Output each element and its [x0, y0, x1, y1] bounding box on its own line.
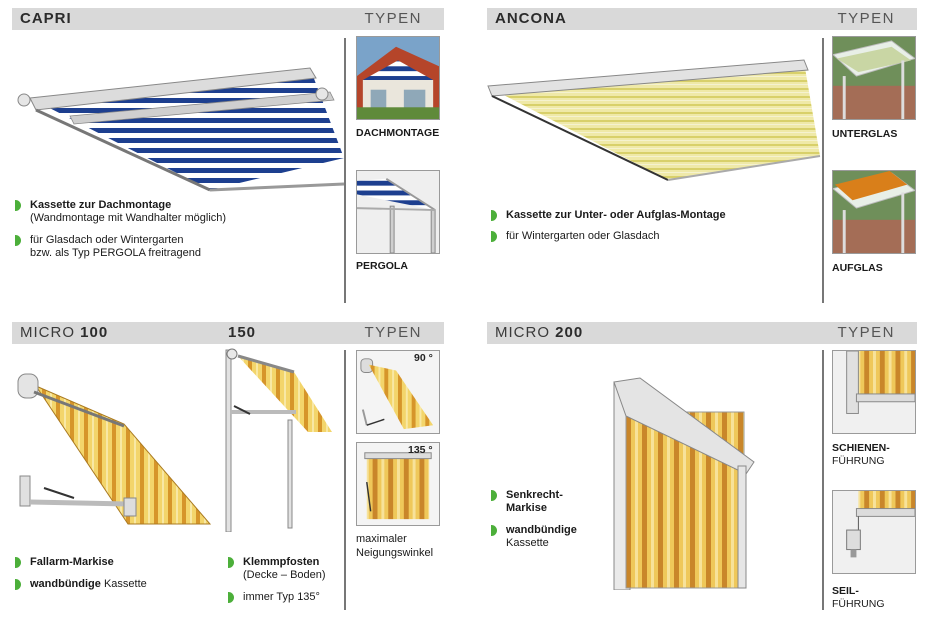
capri-bullet-2: für Glasdach oder Wintergarten bzw. als … [15, 234, 201, 260]
bullet-marker [491, 231, 497, 242]
bullet-marker [228, 557, 234, 568]
bullet-marker [491, 490, 497, 501]
capri-awning-image [17, 67, 345, 192]
micro200-title: MICRO 200 [495, 324, 584, 341]
micro200-thumb-schienen [832, 350, 916, 434]
ancona-thumb-label-aufglas: AUFGLAS [832, 262, 883, 274]
micro200-thumb-seil [832, 490, 916, 574]
micro150-title: 150 [228, 324, 257, 341]
capri-thumb-dachmontage [356, 36, 440, 120]
bullet-marker [491, 525, 497, 536]
ancona-thumb-label-unterglas: UNTERGLAS [832, 128, 898, 140]
ancona-awning-image [487, 59, 821, 181]
micro200-thumb-label-schienen: SCHIENEN- FÜHRUNG [832, 442, 890, 467]
bullet-marker [15, 579, 21, 590]
bullet-marker [15, 200, 21, 211]
capri-bullet-1: Kassette zur Dachmontage (Wandmontage mi… [15, 199, 226, 225]
micro200-header: MICRO 200 TYPEN [487, 322, 917, 344]
ancona-thumb-unterglas [832, 36, 916, 120]
bullet-marker [228, 592, 234, 603]
micro100-thumb-135 [356, 442, 440, 526]
micro100-types-label: TYPEN [364, 324, 422, 341]
micro100-angle-note: maximaler Neigungswinkel [356, 533, 434, 559]
micro150-bullet-1: Klemmpfosten (Decke – Boden) [228, 556, 326, 582]
micro100-header: MICRO 100 150 TYPEN [12, 322, 444, 344]
micro200-thumb-label-seil: SEIL- FÜHRUNG [832, 585, 885, 610]
capri-types-label: TYPEN [364, 10, 422, 27]
ancona-types-label: TYPEN [837, 10, 895, 27]
capri-divider [344, 38, 346, 303]
ancona-bullet-2: für Wintergarten oder Glasdach [491, 230, 659, 243]
micro200-bullet-2: wandbündige Kassette [491, 524, 577, 550]
bullet-marker [15, 235, 21, 246]
micro200-divider [822, 350, 824, 610]
bullet-marker [15, 557, 21, 568]
ancona-title: ANCONA [495, 10, 567, 27]
capri-header: CAPRI TYPEN [12, 8, 444, 30]
micro100-thumb-90 [356, 350, 440, 434]
capri-thumb-pergola [356, 170, 440, 254]
micro100-bullet-2: wandbündige Kassette [15, 578, 147, 591]
capri-thumb-label-pergola: PERGOLA [356, 260, 408, 272]
ancona-divider [822, 38, 824, 303]
micro200-bullet-1: Senkrecht- Markise [491, 489, 563, 515]
ancona-bullet-1: Kassette zur Unter- oder Aufglas-Montage [491, 209, 726, 222]
ancona-thumb-aufglas [832, 170, 916, 254]
capri-thumb-label-dachmontage: DACHMONTAGE [356, 127, 440, 139]
micro100-divider [344, 350, 346, 610]
capri-title: CAPRI [20, 10, 72, 27]
micro200-types-label: TYPEN [837, 324, 895, 341]
micro100-angle-135: 135 ° [408, 444, 433, 456]
micro200-awning-image [613, 377, 755, 590]
micro150-bullet-2: immer Typ 135° [228, 591, 320, 604]
bullet-marker [491, 210, 497, 221]
micro100-awning-image [17, 373, 212, 525]
micro100-bullet-1: Fallarm-Markise [15, 556, 114, 569]
micro150-awning-image [225, 348, 332, 532]
micro100-angle-90: 90 ° [414, 352, 433, 364]
ancona-header: ANCONA TYPEN [487, 8, 917, 30]
micro100-title: MICRO 100 [20, 324, 109, 341]
